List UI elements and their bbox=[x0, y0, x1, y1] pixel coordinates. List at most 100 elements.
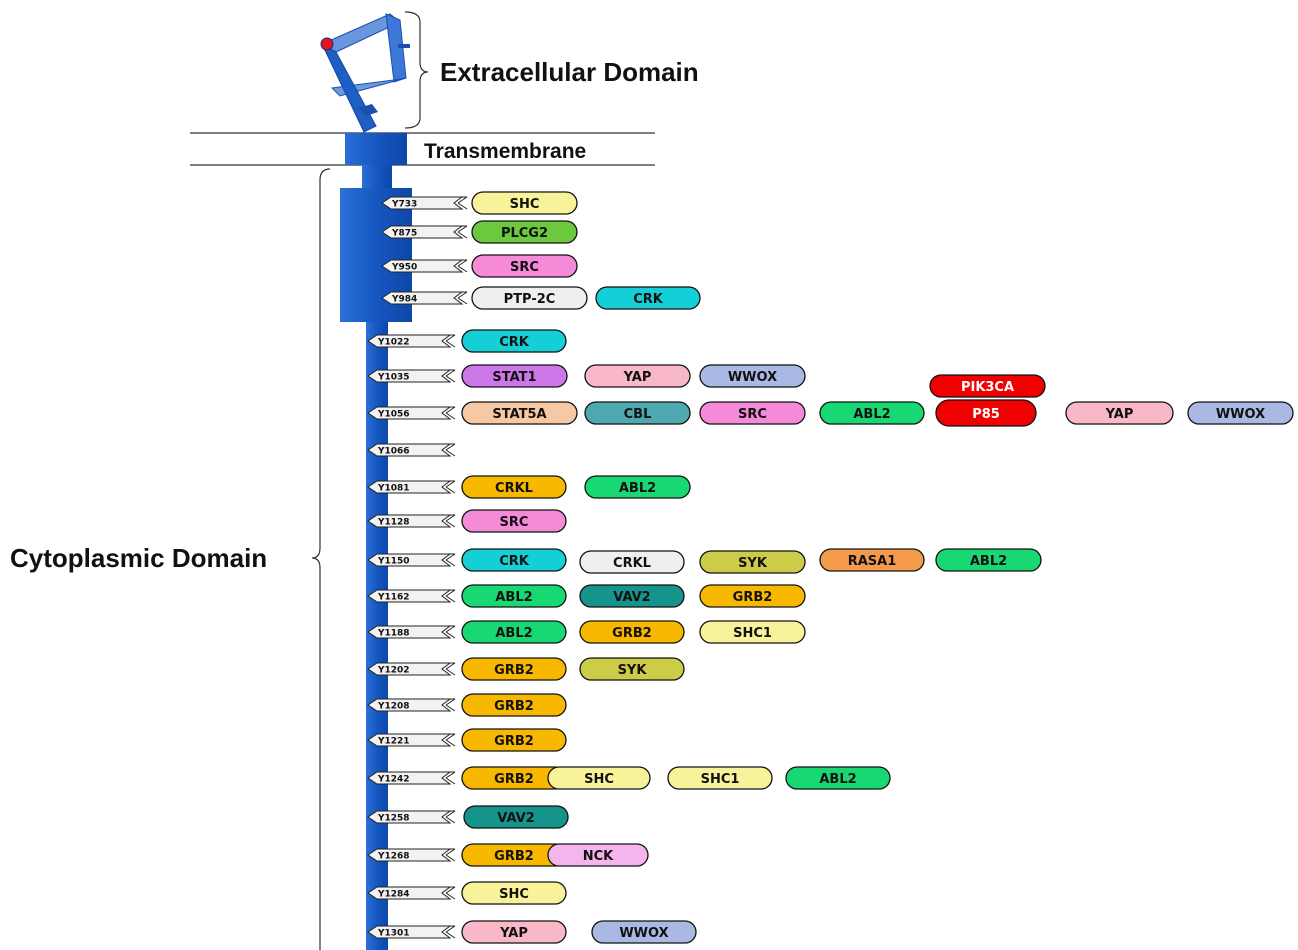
binding-partner: WWOX bbox=[1187, 401, 1294, 425]
binding-partner-label: VAV2 bbox=[613, 590, 650, 605]
phosphosite-tag: Y1208 bbox=[367, 698, 456, 712]
phosphosite-label: Y733 bbox=[391, 200, 417, 210]
binding-partner: VAV2 bbox=[579, 584, 685, 608]
phosphosite-tag: Y1150 bbox=[367, 553, 456, 567]
binding-partner-label: GRB2 bbox=[494, 663, 534, 678]
binding-partner: VAV2 bbox=[463, 805, 569, 829]
phosphosite-tag: Y1221 bbox=[367, 733, 456, 747]
binding-partner: ABL2 bbox=[584, 475, 691, 499]
binding-partner-label: ABL2 bbox=[619, 481, 656, 496]
binding-partner: PTP-2C bbox=[471, 286, 588, 310]
extracellular-bracket bbox=[404, 11, 429, 129]
extracellular-domain-shape bbox=[320, 13, 410, 133]
phosphosite-tag: Y1301 bbox=[367, 925, 456, 939]
phosphosite-label: Y1242 bbox=[377, 775, 410, 785]
binding-partner-label: VAV2 bbox=[497, 811, 534, 826]
binding-partner: SHC1 bbox=[667, 766, 773, 790]
binding-partner-label: NCK bbox=[583, 849, 614, 864]
binding-partner: SRC bbox=[471, 254, 578, 278]
binding-partner-label: GRB2 bbox=[494, 734, 534, 749]
phosphosite-label: Y1188 bbox=[377, 629, 410, 639]
phosphosite-label: Y1221 bbox=[377, 737, 410, 747]
binding-partner-label: YAP bbox=[623, 370, 652, 385]
binding-partner: GRB2 bbox=[579, 620, 685, 644]
phosphosite-tag: Y1268 bbox=[367, 848, 456, 862]
phosphosite-label: Y1035 bbox=[377, 373, 410, 383]
phosphosite-label: Y1162 bbox=[377, 593, 410, 603]
phosphosites-layer: Y733Y875Y950Y984Y1022Y1035Y1056Y1066Y108… bbox=[367, 196, 468, 939]
cytoplasmic-label: Cytoplasmic Domain bbox=[10, 543, 267, 573]
binding-partner-label: SYK bbox=[738, 556, 768, 571]
binding-partner: PIK3CA bbox=[929, 374, 1046, 398]
binding-partner: PLCG2 bbox=[471, 220, 578, 244]
transmembrane-label: Transmembrane bbox=[424, 140, 586, 163]
phosphosite-label: Y1268 bbox=[377, 852, 410, 862]
binding-partner: CRK bbox=[461, 329, 567, 353]
binding-partner-label: CRK bbox=[499, 554, 530, 569]
phosphosite-tag: Y1022 bbox=[367, 334, 456, 348]
binding-partner: STAT5A bbox=[461, 401, 578, 425]
phosphosite-tag: Y1162 bbox=[367, 589, 456, 603]
binding-partner-label: SYK bbox=[618, 663, 648, 678]
phosphosite-label: Y1258 bbox=[377, 814, 410, 824]
binding-partner: GRB2 bbox=[461, 657, 567, 681]
binding-partner-label: YAP bbox=[499, 926, 528, 941]
phosphosite-tag: Y1081 bbox=[367, 480, 456, 494]
binding-partner: CRK bbox=[595, 286, 701, 310]
binding-partner: ABL2 bbox=[785, 766, 891, 790]
binding-partner: YAP bbox=[461, 920, 567, 944]
binding-partner-label: WWOX bbox=[619, 926, 668, 941]
binding-partner-label: CRKL bbox=[495, 481, 533, 496]
binding-partner: SHC1 bbox=[699, 620, 806, 644]
binding-partner-label: YAP bbox=[1105, 407, 1134, 422]
binding-partner: NCK bbox=[547, 843, 649, 867]
phosphosite-label: Y875 bbox=[391, 229, 417, 239]
phosphosite-tag: Y875 bbox=[381, 225, 468, 239]
binding-partner: ABL2 bbox=[935, 548, 1042, 572]
phosphosite-label: Y1202 bbox=[377, 666, 410, 676]
extracellular-label: Extracellular Domain bbox=[440, 57, 699, 87]
binding-partner-label: P85 bbox=[972, 407, 1000, 422]
binding-partner: GRB2 bbox=[461, 766, 567, 790]
binding-partner-label: SRC bbox=[500, 515, 529, 530]
binding-partner: WWOX bbox=[591, 920, 697, 944]
binding-partner: SHC bbox=[461, 881, 567, 905]
binding-partner-label: WWOX bbox=[728, 370, 777, 385]
binding-partner-label: GRB2 bbox=[612, 626, 652, 641]
phosphosite-label: Y1284 bbox=[377, 890, 410, 900]
phosphosite-tag: Y1202 bbox=[367, 662, 456, 676]
binding-partner: ABL2 bbox=[461, 584, 567, 608]
binding-partner: SRC bbox=[699, 401, 806, 425]
phosphosite-tag: Y1066 bbox=[367, 443, 456, 457]
phosphosite-tag: Y1242 bbox=[367, 771, 456, 785]
cytoplasmic-bracket bbox=[311, 168, 331, 950]
binding-partner-label: SHC1 bbox=[701, 772, 740, 787]
binding-partner-label: PTP-2C bbox=[504, 292, 556, 307]
binding-partner-label: SHC bbox=[499, 887, 529, 902]
binding-partner: CRKL bbox=[579, 550, 685, 574]
binding-partner: RASA1 bbox=[819, 548, 925, 572]
phosphosite-tag: Y1188 bbox=[367, 625, 456, 639]
binding-partner: YAP bbox=[1065, 401, 1174, 425]
binding-partner-label: RASA1 bbox=[848, 554, 897, 569]
phosphosite-label: Y1208 bbox=[377, 702, 410, 712]
binding-partner: GRB2 bbox=[461, 693, 567, 717]
transmembrane-block bbox=[345, 133, 407, 165]
binding-partner-label: STAT5A bbox=[492, 407, 546, 422]
binding-partner-label: CRKL bbox=[613, 556, 651, 571]
binding-partner-label: GRB2 bbox=[494, 849, 534, 864]
phosphosite-tag: Y950 bbox=[381, 259, 468, 273]
binding-partner-label: WWOX bbox=[1216, 407, 1265, 422]
binding-partner: GRB2 bbox=[461, 728, 567, 752]
binding-partner: ABL2 bbox=[819, 401, 925, 425]
phosphosite-label: Y1301 bbox=[377, 929, 410, 939]
binding-partner: CBL bbox=[584, 401, 691, 425]
phosphosite-label: Y1022 bbox=[377, 338, 410, 348]
binding-partner-label: ABL2 bbox=[495, 626, 532, 641]
binding-partner-label: ABL2 bbox=[495, 590, 532, 605]
binding-partner: CRK bbox=[461, 548, 567, 572]
phosphosite-label: Y1066 bbox=[377, 447, 410, 457]
binding-partner-label: GRB2 bbox=[494, 772, 534, 787]
